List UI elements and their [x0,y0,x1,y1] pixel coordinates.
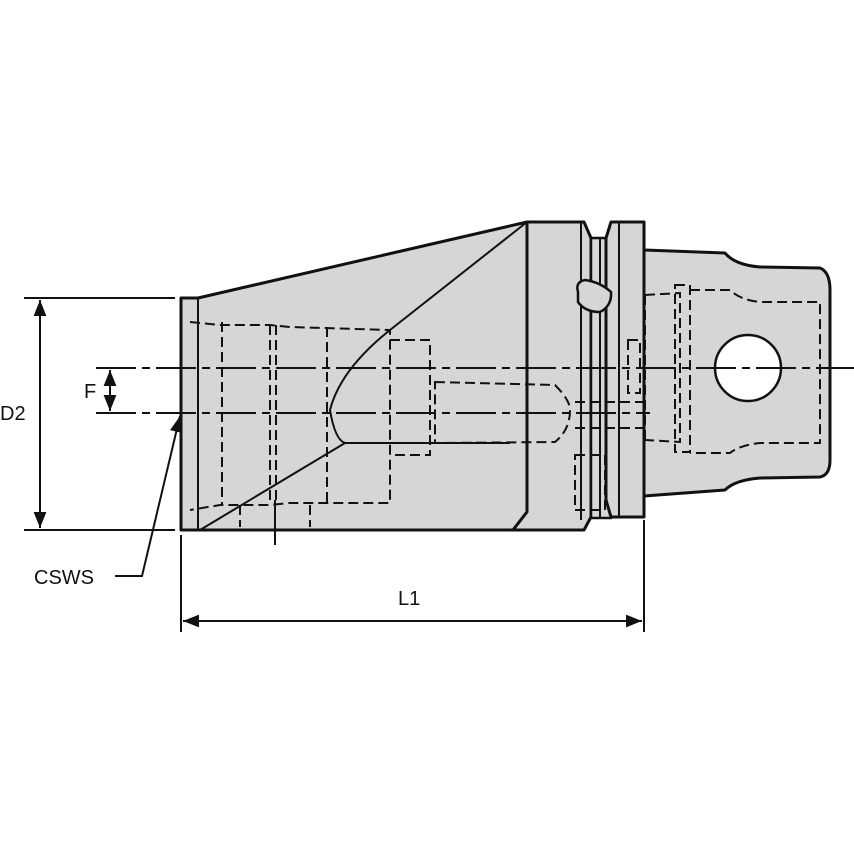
label-f: F [84,381,96,403]
groove-notch [576,278,613,314]
hidden-lines [189,284,821,527]
section-lines [199,221,620,531]
dimension-d2 [24,297,175,531]
dimension-l1 [180,520,645,632]
label-csws: CSWS [34,567,94,589]
label-d2: D2 [0,403,26,425]
center-lines [96,367,854,545]
leader-csws [115,415,183,577]
label-l1: L1 [398,588,420,610]
